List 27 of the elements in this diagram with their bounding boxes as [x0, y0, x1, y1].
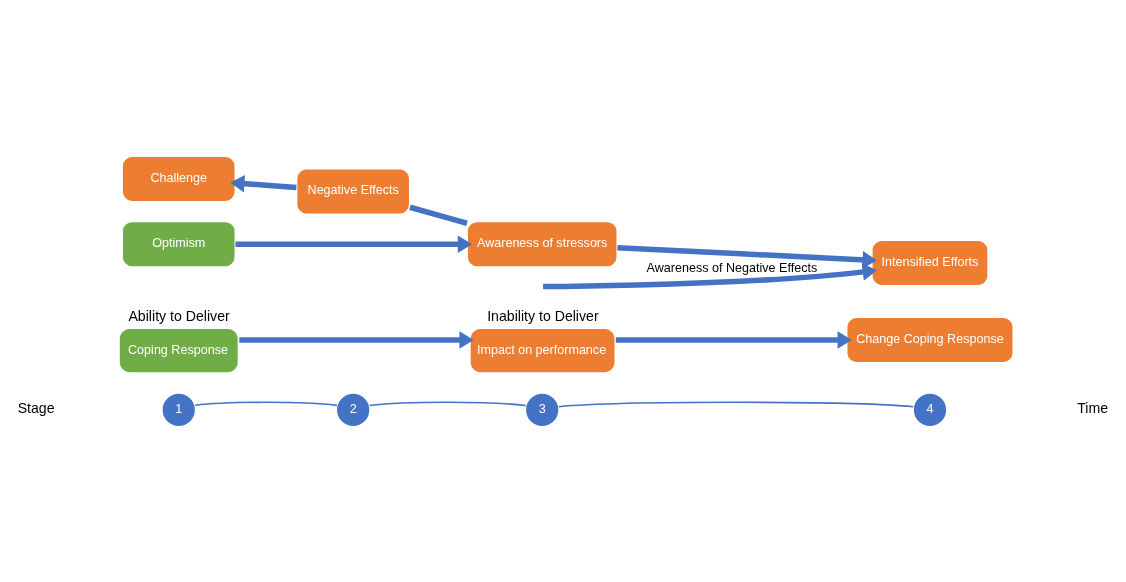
arrow [617, 244, 877, 281]
arrow [543, 250, 877, 289]
edge-label: Awareness of Negative Effects [646, 260, 818, 275]
label: Stage [17, 399, 55, 416]
arrow [615, 330, 852, 349]
node-circle: 4 [912, 391, 948, 428]
node-box: Optimism [121, 220, 237, 268]
node-circle: 3 [524, 391, 560, 428]
node-box: Impact on performance [470, 328, 615, 372]
node-box: Coping Response [119, 328, 238, 372]
arrow [230, 174, 297, 192]
connector [409, 204, 468, 226]
node-box: Change Coping Response [845, 315, 1015, 364]
connector [558, 401, 914, 407]
arrow [235, 234, 473, 253]
label: Time [1077, 399, 1109, 416]
node-box: Challenge [121, 154, 237, 202]
node-circle: 1 [161, 391, 197, 428]
node-box: Awareness of stressors [466, 220, 618, 268]
connector [368, 401, 527, 406]
arrow [239, 330, 474, 349]
node-label: Inability to Deliver [487, 307, 599, 324]
node-box: Intensified Efforts [871, 238, 989, 287]
node-label: Ability to Deliver [128, 307, 230, 324]
node-circle: 2 [335, 391, 371, 428]
node-box: Negative Effects [295, 167, 411, 215]
connector [194, 401, 338, 406]
